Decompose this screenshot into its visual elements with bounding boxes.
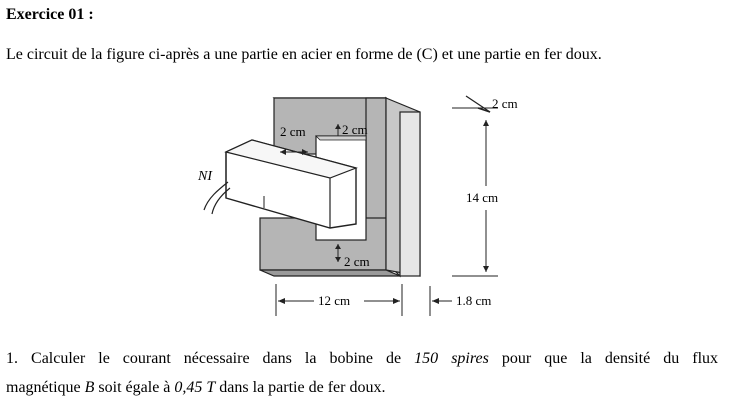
coil-wires [203, 181, 231, 215]
question-symbol-b: B [84, 379, 95, 396]
question-text-a: Calculer le courant nécessaire dans la b… [31, 350, 402, 367]
question-1: 1. Calculer le courant nécessaire dans l… [6, 344, 718, 402]
label-right-width: 2 cm [492, 96, 518, 111]
soft-iron-part [224, 139, 358, 229]
intro-text: Le circuit de la figure ci-après a une p… [6, 46, 602, 63]
label-ni: NI [197, 169, 213, 184]
label-depth: 1.8 cm [456, 293, 491, 308]
question-text-d: soit égale à [98, 379, 171, 396]
label-total-width: 12 cm [318, 293, 350, 308]
circuit-diagram: NI 2 cm 2 cm 2 cm 14 cm 2 cm 12 cm 1.8 c… [197, 95, 518, 316]
question-text-e: dans la partie de fer doux. [219, 379, 386, 396]
question-text-c: magnétique [6, 379, 81, 396]
label-top-gap: 2 cm [342, 122, 368, 137]
label-top-inner: 2 cm [280, 124, 306, 139]
exercise-title: Exercice 01 : [6, 6, 94, 23]
question-number: 1. [6, 350, 18, 367]
question-turns: 150 spires [414, 350, 489, 367]
question-value: 0,45 T [174, 379, 216, 396]
dim-height [452, 107, 498, 277]
label-bottom-gap: 2 cm [344, 254, 370, 269]
question-text-b: pour que la densité du flux [501, 350, 719, 367]
label-height: 14 cm [466, 190, 498, 205]
magnetic-circuit-figure: NI 2 cm 2 cm 2 cm 14 cm 2 cm 12 cm 1.8 c… [190, 86, 540, 326]
